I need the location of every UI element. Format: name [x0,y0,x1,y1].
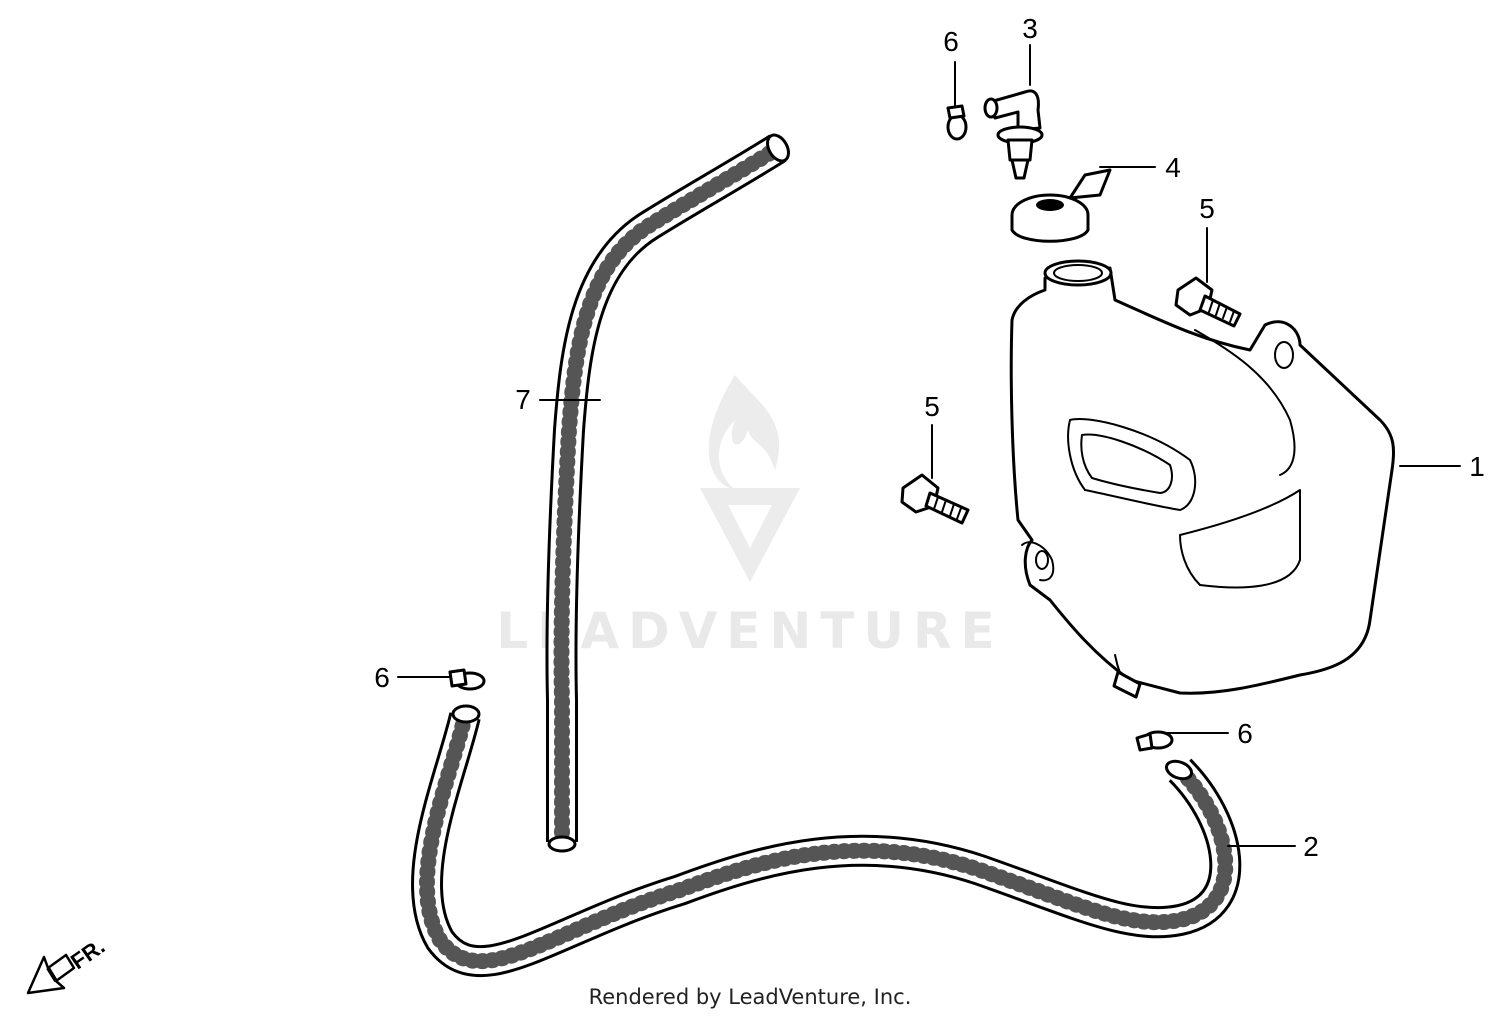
leadventure-logo-icon [700,375,800,582]
bolt-upper [1174,276,1242,328]
lower-hose [411,704,1242,978]
reservoir-tank [1009,259,1395,699]
watermark-text: LEADVENTURE [496,602,1003,660]
callout-5-upper: 5 [1199,193,1215,224]
callout-3: 3 [1022,13,1038,44]
callout-2: 2 [1303,831,1319,862]
callout-6-left: 6 [374,662,390,693]
callout-5-lower: 5 [924,391,940,422]
clip-left [448,668,486,691]
callout-7: 7 [515,384,531,415]
leadventure-watermark: LEADVENTURE [496,375,1003,660]
callout-1: 1 [1469,451,1485,482]
cap-fitting [983,89,1044,180]
footer-credit: Rendered by LeadVenture, Inc. [588,985,912,1009]
clip-right [1135,730,1174,752]
upper-hose [545,133,790,853]
leader-lines [397,44,1461,847]
bolt-lower [900,473,970,525]
tank-cap [1010,168,1112,243]
callout-6-top: 6 [943,26,959,57]
callouts: 1 2 3 4 5 5 6 6 6 7 [374,13,1485,862]
callout-4: 4 [1165,152,1181,183]
clip-top [946,104,968,141]
callout-6-right: 6 [1237,718,1253,749]
